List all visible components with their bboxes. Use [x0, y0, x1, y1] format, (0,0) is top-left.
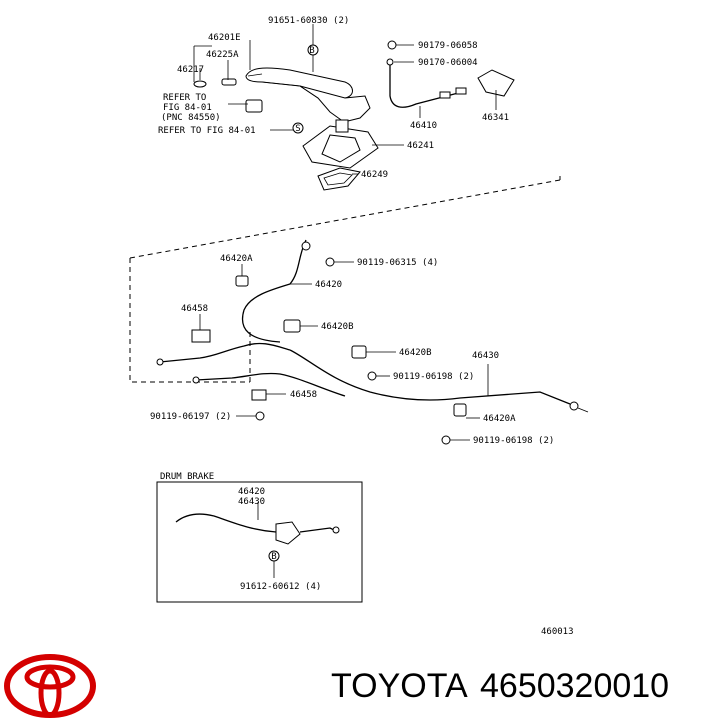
label-screw: 90170-06004 [418, 58, 478, 68]
label-release-rod: 46225A [206, 50, 239, 60]
label-boot: 46241 [407, 141, 434, 151]
label-bolt-b: 90119-06198 (2) [393, 372, 474, 382]
figure-code: 460013 [541, 627, 574, 637]
label-guide: 46458 [181, 304, 208, 314]
label-bolt-a: 90119-06315 (4) [357, 258, 438, 268]
drum-circle-label-b: B [271, 552, 276, 562]
drum-label-cable-2: 46430 [238, 497, 265, 507]
cover-shape [317, 167, 361, 191]
label-front-cable: 46410 [410, 121, 437, 131]
label-clamp-a2: 46420A [483, 414, 516, 424]
label-clamp-b1: 46420B [321, 322, 354, 332]
label-bolt-d: 90119-06198 (2) [473, 436, 554, 446]
label-guide-2: 46458 [290, 390, 317, 400]
label-nut: 90179-06058 [418, 41, 478, 51]
lever-shape [245, 67, 353, 101]
label-refer-1c: (PNC 84550) [161, 113, 221, 123]
label-refer-1a: REFER TO [163, 93, 206, 103]
label-cover: 46249 [361, 170, 388, 180]
label-lever: 46201E [208, 33, 241, 43]
label-clamp-a1: 46420A [220, 254, 253, 264]
drum-brake-inset: DRUM BRAKE 46420 46430 B 91612-60612 (4) [156, 472, 363, 603]
drum-label-bolt: 91612-60612 (4) [240, 582, 321, 592]
cable-46430-shape [289, 349, 571, 405]
upper-assembly: 91651-60830 (2) B S 46201E 46225A 46217 … [129, 16, 561, 383]
label-cable-rh: 46430 [472, 351, 499, 361]
drum-cable-shape [175, 513, 277, 533]
drum-label-cable-1: 46420 [238, 487, 265, 497]
label-bolt-1: 91651-60830 (2) [268, 16, 349, 26]
footer-part-number: 4650320010 [480, 667, 669, 705]
circle-label-s: S [295, 124, 300, 134]
label-cable-main: 46420 [315, 280, 342, 290]
label-grip: 46217 [177, 65, 204, 75]
label-bolt-c: 90119-06197 (2) [150, 412, 231, 422]
front-cable-shape [389, 62, 463, 108]
footer-brand: TOYOTA [331, 667, 468, 705]
label-clamp-b2: 46420B [399, 348, 432, 358]
circle-label-b: B [309, 46, 314, 56]
drum-brake-title: DRUM BRAKE [160, 472, 214, 482]
label-refer-2: REFER TO FIG 84-01 [158, 126, 256, 136]
label-bracket: 46341 [482, 113, 509, 123]
bracket-shape [477, 69, 515, 97]
toyota-logo [4, 654, 96, 718]
lower-assembly: 46420A 90119-06315 (4) 46420 46458 46420… [150, 239, 589, 446]
label-refer-1b: FIG 84-01 [163, 103, 212, 113]
cable-46420-shape [242, 239, 307, 343]
